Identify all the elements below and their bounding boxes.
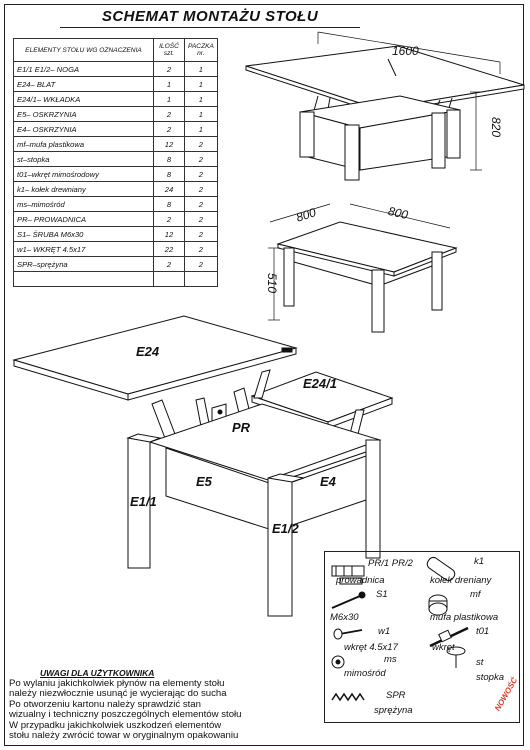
legend-t01-name: wkręt <box>432 642 455 653</box>
legend-w1-code: w1 <box>378 626 391 637</box>
cell-qty: 12 <box>153 226 185 242</box>
note-line: Po wylaniu jakichkolwiek płynów na eleme… <box>9 678 225 689</box>
legend-pr-name: prowadnica <box>336 575 385 586</box>
label-leg-left: E1/1 <box>130 494 157 509</box>
cell-qty <box>153 271 185 287</box>
label-leg-right: E1/2 <box>272 521 299 536</box>
hardware-legend <box>324 551 520 723</box>
legend-spr-name: sprężyna <box>374 705 413 716</box>
label-top: E24 <box>136 344 160 359</box>
notes-title: UWAGI DLA UŻYTKOWNIKA <box>40 668 155 678</box>
legend-k1-name: kołek drenіany <box>430 575 492 586</box>
open-table-drawing <box>245 31 525 181</box>
note-line: stołu należy zwrócić towar w oryginalnym… <box>9 730 239 742</box>
label-apron-front: E5 <box>196 474 212 489</box>
exploded-drawing <box>12 315 394 617</box>
note-line: Po otworzeniu kartonu należy sprawdzić s… <box>9 698 201 710</box>
legend-ms-code: ms <box>384 654 397 665</box>
legend-ms-name: mimośród <box>344 668 386 679</box>
note-line: należy niezwłocznie usunąć je wycierając… <box>9 688 227 700</box>
parts-table: ELEMENTY STOŁU WG OZNACZENIA ILOŚĆ szt. … <box>13 38 218 287</box>
dim-length-open: 1600 <box>392 44 419 58</box>
legend-pr-code: PR/1 PR/2 <box>368 558 413 569</box>
page-frame <box>4 4 524 746</box>
label-guide: PR <box>232 420 251 435</box>
label-apron-side: E4 <box>320 474 336 489</box>
cell-pack: 2 <box>184 256 218 272</box>
note-line: wizualny i techniczny poszczególnych ele… <box>9 709 242 721</box>
legend-st-name: stopka <box>476 672 504 683</box>
legend-mf-code: mf <box>470 589 481 600</box>
legend-s1-name: M6x30 <box>330 612 359 623</box>
closed-table-drawing <box>268 203 458 333</box>
legend-w1-name: wkręt 4.5x17 <box>344 642 398 653</box>
cell-pack <box>184 271 218 287</box>
title-underline <box>60 27 360 28</box>
cell-pack: 2 <box>184 241 218 257</box>
label-insert: E24/1 <box>303 376 337 391</box>
legend-st-code: st <box>476 657 484 668</box>
legend-k1-code: k1 <box>474 556 485 567</box>
dim-height-closed: 510 <box>265 272 280 294</box>
cell-pack: 1 <box>184 91 218 107</box>
legend-s1-code: S1 <box>376 589 388 600</box>
note-line: W przypadku jakichkolwiek uszkodzeń elem… <box>9 719 222 731</box>
dim-height-open: 820 <box>489 116 504 138</box>
legend-t01-code: t01 <box>476 626 490 637</box>
legend-spr-code: SPR <box>386 690 406 701</box>
notes-text: Po wylaniu jakichkolwiek płynów na eleme… <box>9 678 309 742</box>
table-row <box>13 271 218 287</box>
page-title: SCHEMAT MONTAŻU STOŁU <box>101 8 319 25</box>
header-qty: ILOŚĆ szt. <box>153 38 185 62</box>
legend-icons <box>331 556 469 702</box>
legend-mf-name: mufa plastikowa <box>430 612 499 623</box>
